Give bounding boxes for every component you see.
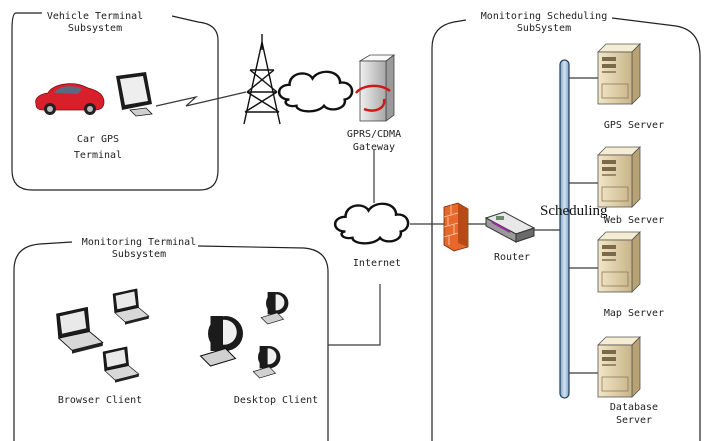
laptop-icon — [56, 306, 104, 355]
desktop-computer-icon — [260, 291, 289, 325]
desktop-computer-icon — [252, 345, 281, 379]
web-server-icon — [597, 146, 641, 208]
cloud-icon — [277, 70, 354, 113]
router-label: Router — [494, 252, 530, 263]
wireless-link — [155, 91, 247, 107]
internet-clients-line — [328, 284, 381, 346]
gps-server-label: GPS Server — [604, 120, 664, 131]
firewall-icon — [443, 202, 469, 252]
database-server-icon — [597, 336, 641, 398]
laptop-icon — [112, 288, 150, 326]
gps-server-icon — [597, 43, 641, 105]
scheduling-bus — [559, 59, 570, 399]
connection-lines — [155, 77, 598, 374]
gateway-server-icon — [355, 54, 396, 122]
antenna-tower-icon — [243, 34, 281, 125]
internet-label: Internet — [353, 258, 401, 269]
scheduling-bus-label: Scheduling — [540, 203, 608, 219]
web-server-label: Web Server — [604, 215, 664, 226]
internet-cloud-icon — [333, 202, 410, 245]
map-server-label: Map Server — [604, 308, 664, 319]
browser-client-label: Browser Client — [58, 395, 142, 406]
router-icon — [484, 211, 536, 243]
desktop-computer-icon — [200, 315, 244, 367]
monitor-icon — [116, 72, 153, 117]
laptop-icon — [102, 346, 140, 384]
map-server-icon — [597, 231, 641, 293]
car-icon — [35, 83, 105, 115]
desktop-client-label: Desktop Client — [234, 395, 318, 406]
